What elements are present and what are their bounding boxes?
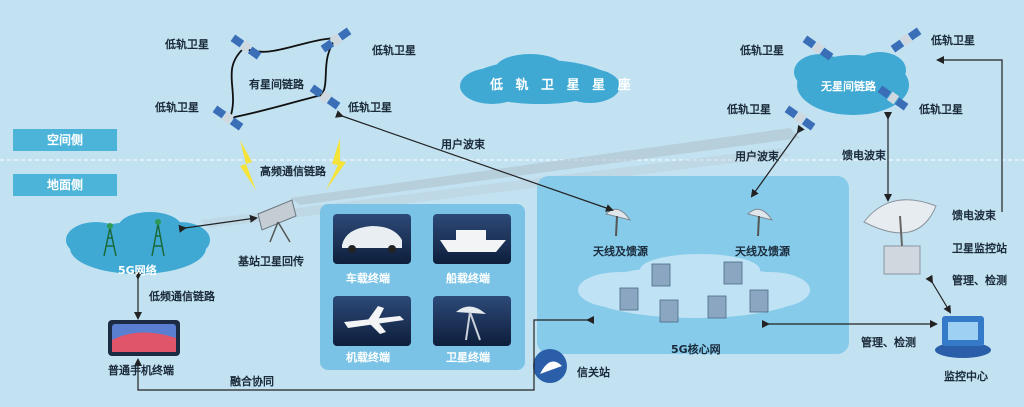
server-icon: [619, 261, 769, 323]
satellite-dish-icon: [257, 199, 297, 243]
antenna-label: 天线及馈源: [593, 245, 648, 258]
satellite-label: 低轨卫星: [165, 38, 209, 51]
feeder-beam-label: 馈电波束: [842, 149, 886, 162]
satellite-icon: [877, 85, 909, 111]
link-5g-base: [178, 214, 258, 233]
link-mgmt-1: [925, 274, 952, 314]
satellite-label: 低轨卫星: [372, 44, 416, 57]
user-beam-label: 用户波束: [735, 150, 779, 163]
ship-icon: [440, 230, 506, 252]
cell-tower-icon: [103, 223, 165, 257]
satellite-monitor-label: 卫星监控站: [952, 242, 1007, 255]
fusion-label: 融合协同: [230, 375, 274, 388]
high-freq-link-label: 高频通信链路: [260, 165, 326, 178]
gateway-icon: [533, 349, 567, 383]
right-cluster-cloud: [794, 52, 909, 115]
monitor-center-label: 监控中心: [944, 370, 988, 383]
satellite-terminal-label: 卫星终端: [446, 351, 490, 364]
link-user-beam-2: [750, 124, 805, 198]
satellite-label: 低轨卫星: [348, 101, 392, 114]
constellation-cloud: [460, 54, 620, 104]
satellite-icon: [802, 35, 834, 61]
network-5g-cloud: [66, 212, 210, 274]
satellite-label: 低轨卫星: [931, 34, 975, 47]
constellation-title: 低 轨 卫 星 星 座: [490, 78, 635, 93]
base-station-label: 基站卫星回传: [238, 255, 304, 268]
satellite-icon: [890, 27, 922, 53]
inter-link-label-right: 无星间链路: [821, 80, 876, 93]
antenna-label: 天线及馈源: [735, 245, 790, 258]
link-feeder-beam-2: [936, 56, 1003, 212]
link-fusion: [134, 316, 594, 391]
phone-icon: [108, 320, 180, 356]
side-label-space: 空间侧: [13, 129, 117, 151]
network-5g-label: 5G网络: [118, 264, 157, 277]
vehicle-terminal-label: 车载终端: [346, 272, 390, 285]
satellite-icon: [320, 27, 352, 53]
inter-link-label-left: 有星间链路: [249, 78, 304, 91]
core-network-label: 5G核心网: [671, 343, 721, 356]
large-dish-icon: [863, 199, 937, 275]
side-label-ground: 地面侧: [13, 174, 117, 196]
antenna-dish-icon: [605, 208, 632, 237]
low-freq-link-label: 低频通信链路: [149, 290, 215, 303]
feeder-beam-label: 馈电波束: [952, 209, 996, 222]
mgmt-label: 管理、检测: [861, 336, 916, 349]
aircraft-terminal-label: 机载终端: [346, 351, 390, 364]
satellite-label: 低轨卫星: [155, 101, 199, 114]
gateway-label: 信关站: [577, 366, 610, 379]
car-icon: [342, 226, 402, 253]
link-user-beam-1: [335, 110, 614, 212]
antenna-dish-icon: [747, 208, 774, 237]
user-beam-label: 用户波束: [441, 138, 485, 151]
lightning-icon: [326, 138, 346, 190]
ship-terminal-label: 船载终端: [446, 272, 490, 285]
lightning-icon: [240, 140, 256, 190]
monitor-center-icon: [935, 316, 991, 358]
phone-terminal-label: 普通手机终端: [108, 364, 174, 377]
mgmt-label: 管理、检测: [952, 274, 1007, 287]
satellite-label: 低轨卫星: [740, 44, 784, 57]
satellite-label: 低轨卫星: [919, 103, 963, 116]
satellite-label: 低轨卫星: [727, 103, 771, 116]
satellite-icon: [212, 105, 244, 131]
satellite-icon: [230, 34, 262, 60]
satellite-icon: [309, 84, 341, 110]
satellite-icon: [784, 105, 816, 131]
